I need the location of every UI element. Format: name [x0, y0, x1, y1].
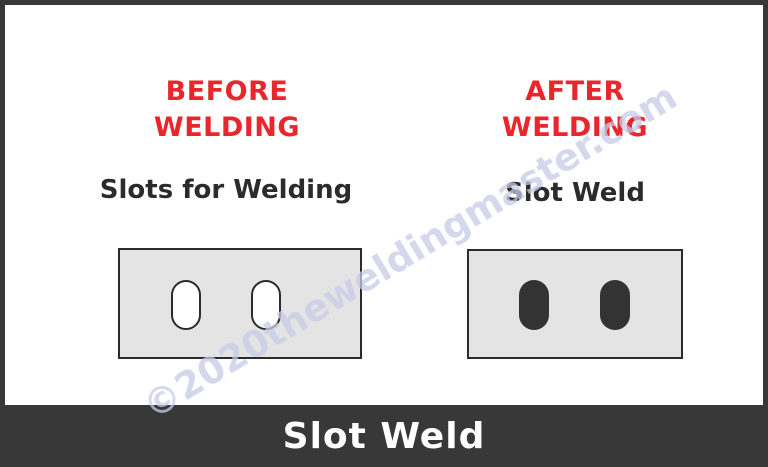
welded-slot-left [519, 280, 549, 330]
open-slot-left [171, 280, 201, 330]
before-heading-line2: WELDING [153, 112, 301, 143]
before-plate [118, 248, 362, 359]
after-heading-line1: AFTER [525, 76, 625, 107]
before-welding-heading: BEFORE WELDING [97, 74, 357, 146]
footer-title: Slot Weld [282, 415, 486, 457]
before-caption: Slots for Welding [99, 175, 353, 205]
before-heading-line1: BEFORE [165, 76, 289, 107]
after-welding-heading: AFTER WELDING [445, 74, 705, 146]
after-caption: Slot Weld [505, 178, 645, 208]
open-slot-right [251, 280, 281, 330]
after-plate [467, 249, 683, 359]
after-heading-line2: WELDING [501, 112, 649, 143]
welded-slot-right [600, 280, 630, 330]
footer-bar: Slot Weld [0, 405, 768, 467]
